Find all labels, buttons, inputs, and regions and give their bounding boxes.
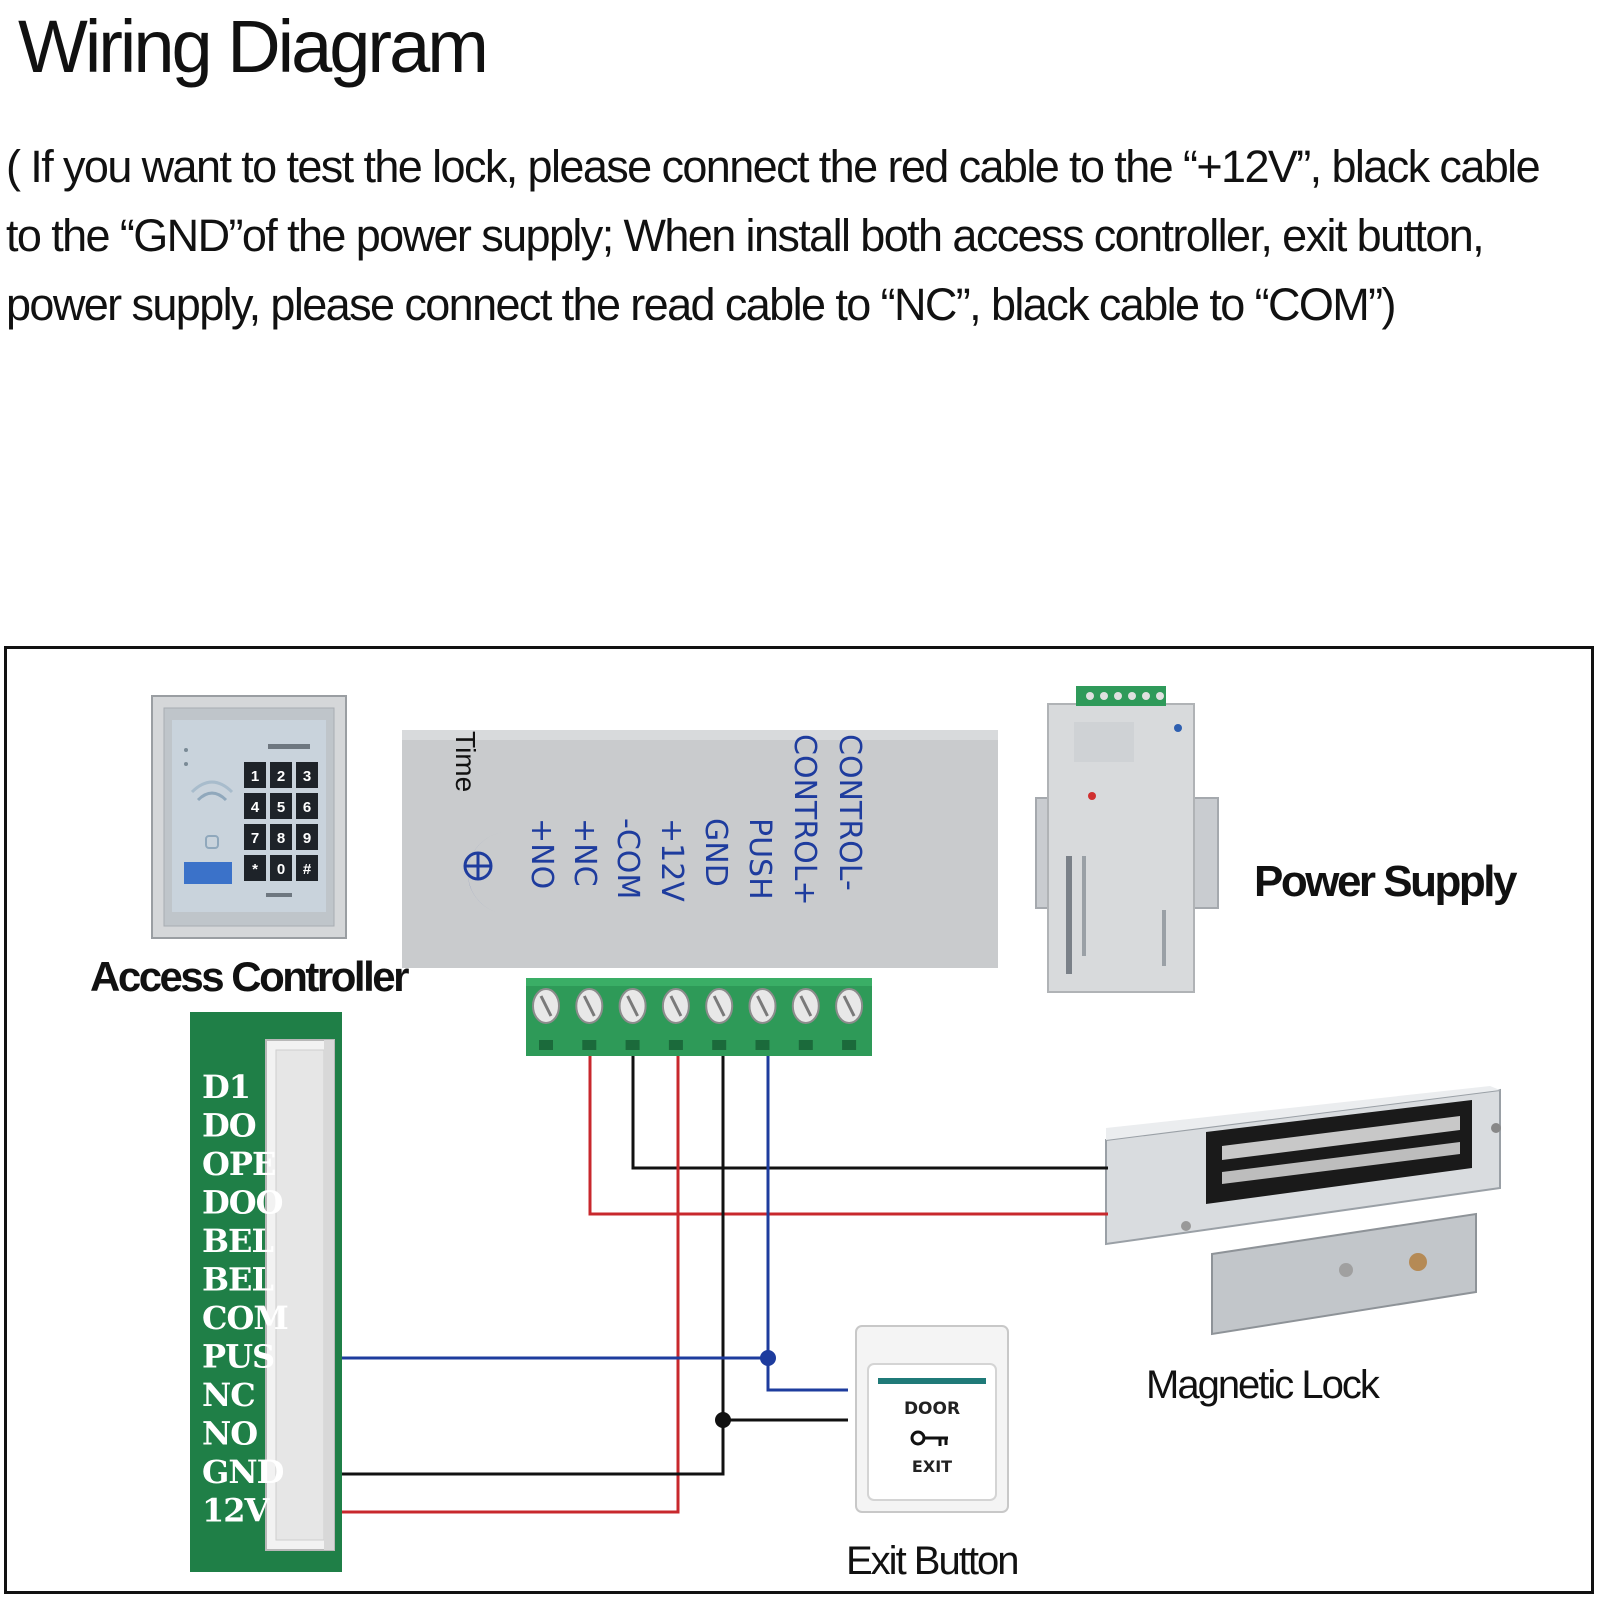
description: ( If you want to test the lock, please c… — [6, 132, 1596, 339]
terminal-screws — [532, 988, 864, 1050]
keypad-key: 9 — [296, 824, 318, 850]
terminal-label: +NO — [524, 818, 559, 889]
time-knob-icon — [463, 832, 512, 915]
keypad-key: # — [296, 855, 318, 881]
wire-red-12v — [342, 1056, 680, 1514]
controller-pin-label: DOO — [202, 1184, 283, 1222]
controller-pin-label: 12V — [202, 1492, 271, 1530]
key-icon — [910, 1430, 948, 1446]
keypad-key-label: 8 — [277, 830, 285, 847]
controller-pin-label: NC — [202, 1376, 255, 1414]
keypad-key: 2 — [270, 762, 292, 788]
access-controller-label: Access Controller — [90, 953, 409, 1000]
keypad-key-label: 3 — [303, 768, 311, 785]
keypad-key-label: 4 — [251, 799, 260, 816]
keypad-key-label: 6 — [303, 799, 311, 816]
exit-button-label: Exit Button — [846, 1539, 1017, 1583]
keypad-key: 8 — [270, 824, 292, 850]
keypad-key-label: 5 — [277, 799, 285, 816]
diagram-frame — [4, 646, 1594, 1594]
terminal-label: +12V — [654, 818, 689, 902]
terminal-screw — [748, 988, 777, 1050]
description-line-1: ( If you want to test the lock, please c… — [6, 141, 1541, 192]
controller-pin-label: OPE — [202, 1145, 275, 1183]
terminal-screw — [532, 988, 560, 1050]
time-label: Time — [450, 731, 481, 792]
keypad-key-label: 7 — [251, 830, 259, 847]
wire-blue-exit — [766, 1358, 848, 1392]
terminal-screw — [575, 988, 604, 1050]
keypad-key: 1 — [244, 762, 266, 788]
exit-button-exit-text: EXIT — [912, 1457, 952, 1476]
black-junction-dot — [715, 1412, 731, 1428]
keypad-key: 0 — [270, 855, 292, 881]
terminal-label: +NC — [567, 818, 602, 887]
keypad-key: 4 — [244, 793, 266, 819]
keypad-key-label: * — [252, 861, 258, 878]
controller-pin-label: GND — [202, 1453, 284, 1491]
power-supply-label: Power Supply — [1254, 857, 1518, 906]
page-title: Wiring Diagram — [18, 5, 489, 88]
keypad-key-label: # — [303, 861, 312, 878]
terminal-label: -COM — [610, 818, 645, 899]
magnetic-lock-device — [1105, 1086, 1501, 1336]
controller-pin-label: NO — [202, 1415, 257, 1453]
terminal-label: GND — [698, 818, 733, 887]
keypad-key: 3 — [296, 762, 318, 788]
keypad-key-label: 2 — [277, 768, 285, 785]
terminal-label: CONTROL- — [832, 734, 867, 891]
controller-pin-label: PUS — [202, 1338, 274, 1376]
wire-black-gnd — [342, 1056, 725, 1476]
description-line-2: to the “GND”of the power supply; When in… — [6, 210, 1485, 261]
controller-pin-label: COM — [202, 1299, 288, 1337]
keypad-key: 6 — [296, 793, 318, 819]
wire-black-lock — [631, 1056, 1108, 1170]
wire-red-lock — [588, 1056, 1108, 1216]
blue-junction-dot — [760, 1350, 776, 1366]
exit-button-door-text: DOOR — [904, 1399, 960, 1419]
keypad-key-label: 9 — [303, 830, 311, 847]
controller-pin-label: BEL — [202, 1261, 273, 1299]
terminal-label: CONTROL+ — [787, 734, 822, 906]
keypad-key: 5 — [270, 793, 292, 819]
terminal-screw — [618, 988, 647, 1050]
terminal-labels: CONTROL- CONTROL+ PUSH GND +12V -COM+NC+NO — [524, 734, 867, 906]
terminal-screw — [835, 988, 864, 1050]
magnetic-lock-label: Magnetic Lock — [1146, 1363, 1381, 1407]
controller-pin-label: D1 — [202, 1068, 250, 1106]
terminal-label: PUSH — [742, 818, 777, 900]
power-supply-device — [1035, 686, 1219, 993]
terminal-screw — [661, 988, 690, 1050]
keypad-key: * — [244, 855, 266, 881]
terminal-screw — [791, 988, 820, 1050]
keypad-key-label: 0 — [277, 861, 285, 878]
description-line-3: power supply, please connect the read ca… — [6, 279, 1397, 330]
controller-pin-label: BEL — [202, 1222, 273, 1260]
keypad-key-label: 1 — [251, 768, 259, 785]
wire-blue-push — [342, 1056, 770, 1360]
keypad-key: 7 — [244, 824, 266, 850]
power-control-module: Time CONTROL- CONTROL+ PUSH GND +12V -COM+NC+… — [402, 730, 998, 1056]
controller-pin-label: DO — [202, 1107, 256, 1145]
terminal-screw — [705, 988, 734, 1050]
exit-button-device: DOOR EXIT — [855, 1325, 1009, 1513]
